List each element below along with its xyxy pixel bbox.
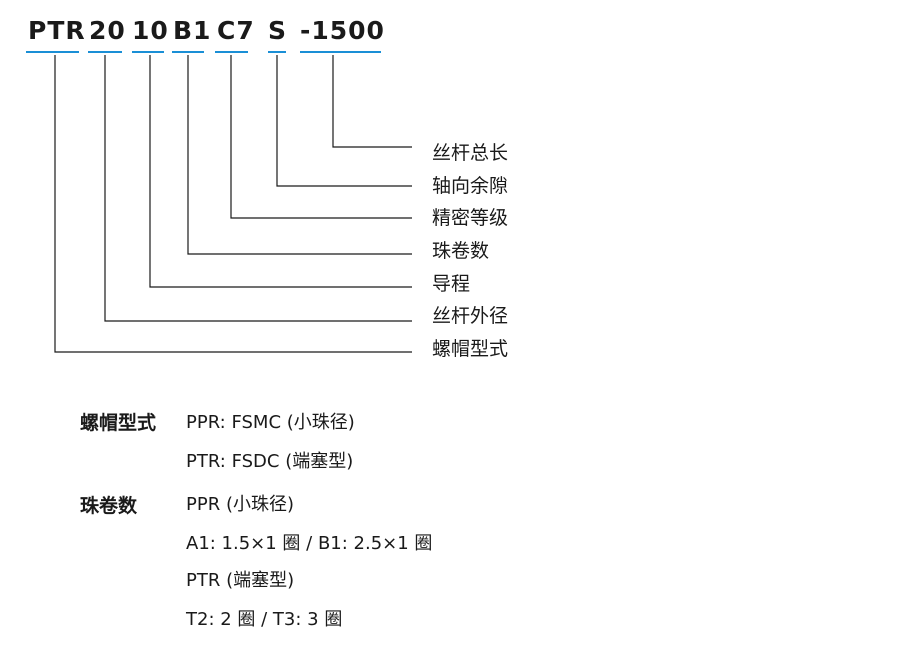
legend-nut-type-line: PTR: FSDC (端塞型) xyxy=(186,451,354,472)
label-ball-turns: 珠卷数 xyxy=(432,240,490,262)
code-segment-diameter: 20 xyxy=(89,16,126,45)
code-segment-turns: B1 xyxy=(173,16,212,45)
label-nut-type: 螺帽型式 xyxy=(432,338,509,360)
label-screw-diameter: 丝杆外径 xyxy=(432,305,509,327)
label-total-length: 丝杆总长 xyxy=(432,142,509,164)
legend-nut-type-line: PPR: FSMC (小珠径) xyxy=(186,412,355,433)
code-segment-lead: 10 xyxy=(132,16,169,45)
leaders xyxy=(54,55,412,353)
code-segment-series: PTR xyxy=(28,16,86,45)
legend-nut-type-heading: 螺帽型式 xyxy=(80,412,157,434)
leader-grade xyxy=(230,55,412,219)
label-axial-clearance: 轴向余隙 xyxy=(432,175,509,197)
code-segment-grade: C7 xyxy=(217,16,255,45)
leader-lead xyxy=(149,55,412,288)
legend-ball-turns-line: T2: 2 圈 / T3: 3 圈 xyxy=(186,609,343,630)
legend-ball-turns-heading: 珠卷数 xyxy=(80,495,138,517)
leader-length xyxy=(332,55,412,148)
leader-turns xyxy=(187,55,412,255)
leader-series xyxy=(54,55,412,353)
label-lead: 导程 xyxy=(432,273,471,295)
leader-diameter xyxy=(104,55,412,322)
code-segment-length: -1500 xyxy=(300,16,385,45)
legend-ball-turns-line: PTR (端塞型) xyxy=(186,570,295,591)
label-precision-grade: 精密等级 xyxy=(432,207,509,229)
code-segment-clearance: S xyxy=(268,16,288,45)
legend-ball-turns-line: PPR (小珠径) xyxy=(186,494,294,515)
legend-ball-turns-line: A1: 1.5×1 圈 / B1: 2.5×1 圈 xyxy=(186,533,433,554)
leader-clearance xyxy=(276,55,412,187)
